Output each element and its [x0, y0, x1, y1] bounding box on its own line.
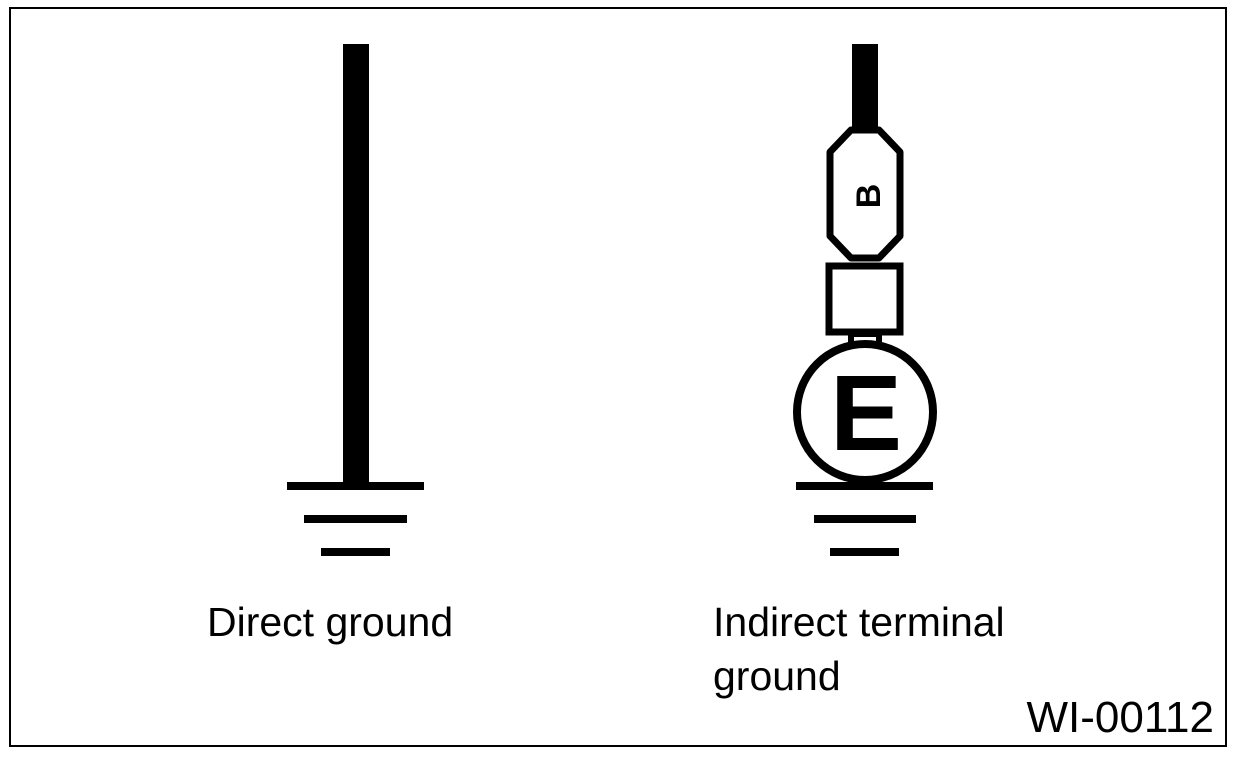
- indirect-ground-bar-2: [814, 515, 916, 523]
- terminal-e-label: E: [830, 352, 902, 473]
- direct-ground-bar-2: [304, 515, 407, 523]
- indirect-ground-symbol: B E: [793, 44, 937, 556]
- indirect-ground-bar-3: [830, 548, 899, 556]
- direct-ground-bar-1: [287, 482, 424, 490]
- terminal-e-circle: [793, 340, 937, 484]
- figure-id-label: WI-00112: [1026, 693, 1215, 742]
- indirect-ground-caption-line1: Indirect terminal: [713, 599, 1005, 645]
- direct-ground-symbol: [287, 44, 424, 556]
- connector-square-body: [825, 262, 904, 336]
- indirect-ground-bar-1: [796, 482, 933, 490]
- connector-b-housing: [826, 126, 904, 262]
- figure-frame: [9, 7, 1227, 747]
- direct-ground-wire: [343, 44, 369, 486]
- indirect-ground-wire: [852, 44, 878, 130]
- connector-b-label: B: [850, 184, 888, 209]
- direct-ground-caption: Direct ground: [207, 599, 454, 645]
- indirect-ground-caption-line2: ground: [713, 653, 841, 699]
- direct-ground-bar-3: [321, 548, 390, 556]
